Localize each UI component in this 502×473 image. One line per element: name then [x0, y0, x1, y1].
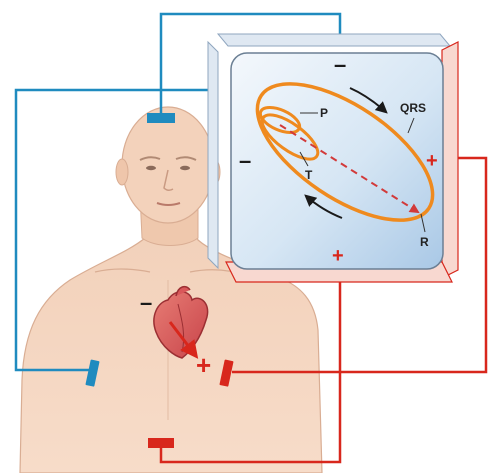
- electrodes: [85, 113, 234, 448]
- r-label: R: [420, 235, 429, 249]
- projection-screen: [230, 52, 444, 270]
- right-arm-electrode: [219, 359, 234, 387]
- red-lead-wires: [159, 156, 488, 464]
- blue-lead-wires: [14, 12, 342, 372]
- heart-vector-arrow: [168, 321, 199, 359]
- left-eyebrow: [139, 156, 161, 161]
- left-clavicle: [94, 268, 151, 273]
- qrs-loop: [255, 82, 435, 222]
- heart: – +: [140, 285, 211, 380]
- p-wave-label: P: [320, 106, 328, 120]
- t-loop: [260, 113, 320, 161]
- screen-right-plus: +: [426, 150, 438, 172]
- left-arm-electrode: [85, 359, 100, 387]
- direction-arrow-top: [349, 87, 388, 114]
- screen-top-minus: –: [334, 52, 346, 77]
- p-loop: [258, 105, 302, 135]
- left-ear: [115, 158, 129, 186]
- top-plate: [216, 33, 452, 47]
- right-eye: [180, 165, 190, 171]
- head-electrode: [147, 113, 175, 123]
- left-eye: [146, 165, 156, 171]
- heart-plus-sign: +: [196, 350, 211, 380]
- t-leader: [299, 151, 309, 167]
- r-vector-arrow: [279, 124, 420, 214]
- mouth: [156, 202, 181, 206]
- screen-left-minus: –: [239, 148, 251, 173]
- qrs-leader: [407, 117, 415, 134]
- leg-electrode: [148, 438, 174, 448]
- screen-bottom-plus: +: [332, 245, 344, 267]
- r-leader: [420, 213, 426, 233]
- right-eyebrow: [175, 156, 197, 161]
- t-wave-label: T: [305, 168, 313, 182]
- head-electrode-wire: [159, 12, 342, 113]
- nose: [163, 169, 174, 192]
- left-arm-wire: [14, 88, 214, 372]
- left-plate: [207, 40, 219, 270]
- direction-arrow-bottom: [304, 194, 343, 219]
- heart-minus-sign: –: [140, 290, 152, 315]
- projection-box: P QRS T R – – + +: [207, 33, 459, 283]
- right-arm-wire: [232, 156, 488, 374]
- leg-electrode-wire: [159, 282, 342, 464]
- heart-vessel: [175, 285, 191, 297]
- qrs-label: QRS: [400, 101, 426, 115]
- right-plate: [441, 41, 459, 279]
